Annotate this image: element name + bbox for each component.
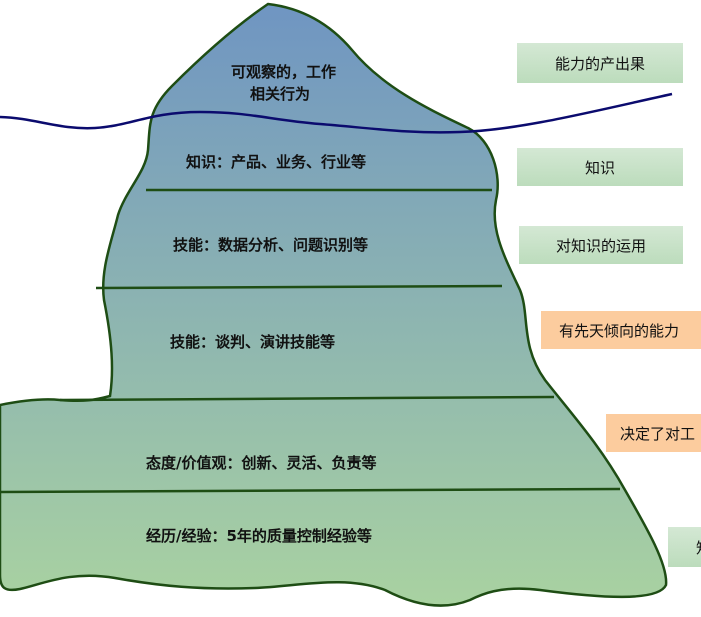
side-label-innate-ability: 有先天倾向的能力: [541, 311, 701, 349]
divider-4: [0, 487, 621, 494]
waterline: [0, 92, 673, 134]
layer-observable-line2: 相关行为: [250, 85, 311, 103]
layer-dividers: [0, 188, 621, 494]
side-label-knowledge: 知识: [517, 148, 683, 186]
layer-observable-line1: 可观察的，工作: [231, 63, 337, 81]
side-label-output: 能力的产出果: [517, 43, 683, 83]
side-label-cut: 知: [668, 527, 701, 567]
layer-knowledge: 知识：产品、业务、行业等: [186, 153, 367, 171]
layer-experience: 经历/经验：5年的质量控制经验等: [146, 527, 372, 545]
divider-2: [95, 284, 503, 290]
layer-skill-analysis: 技能：数据分析、问题识别等: [173, 236, 369, 254]
layer-skill-negotiation: 技能：谈判、演讲技能等: [170, 333, 336, 351]
iceberg-body: [0, 2, 668, 607]
side-label-knowledge-use: 对知识的运用: [519, 226, 683, 264]
layer-attitude-values: 态度/价值观：创新、灵活、负责等: [146, 454, 377, 472]
divider-3: [59, 395, 555, 402]
side-label-determines: 决定了对工: [606, 414, 701, 452]
